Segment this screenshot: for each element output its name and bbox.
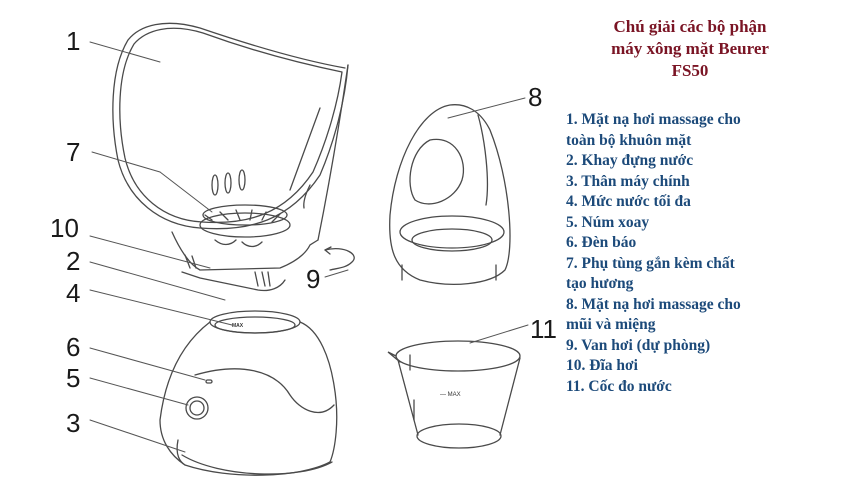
nose-mask-drawing [389, 104, 511, 285]
callout-10: 10 [50, 213, 79, 243]
legend-item: 1. Mặt nạ hơi massage cho [566, 111, 741, 128]
title-line-2: máy xông mặt Beurer [611, 39, 769, 58]
legend-item: 6. Đèn báo [566, 234, 637, 251]
callout-2: 2 [66, 246, 81, 276]
legend-item: 4. Mức nước tối đa [566, 193, 691, 210]
title-line-3: FS50 [671, 61, 709, 80]
legend-item: 8. Mặt nạ hơi massage cho [566, 295, 741, 313]
callout-11: 11 [530, 314, 557, 344]
legend-item: mũi và miệng [566, 316, 656, 333]
callout-3: 3 [66, 408, 81, 438]
legend-item: 10. Đĩa hơi [566, 357, 638, 374]
callout-4: 4 [66, 278, 81, 308]
callout-8: 8 [528, 82, 543, 112]
callout-9: 9 [306, 264, 321, 294]
steam-disc-drawing [171, 204, 319, 292]
legend-item: 9. Van hơi (dự phòng) [566, 336, 711, 354]
base-drawing [159, 310, 338, 476]
leader-lines [89, 41, 529, 453]
legend-item: 2. Khay đựng nước [566, 152, 694, 169]
legend-item: 7. Phụ tùng gắn kèm chất [566, 254, 735, 272]
cup-max-mark: — MAX [440, 392, 461, 398]
callout-5: 5 [66, 363, 81, 393]
legend-item: tạo hương [566, 275, 634, 292]
valve-arrow [324, 248, 355, 271]
title-line-1: Chú giải các bộ phận [613, 17, 767, 36]
base-max-mark: MAX [232, 323, 244, 329]
callout-1: 1 [66, 26, 81, 56]
legend-item: 11. Cốc đo nước [566, 377, 672, 395]
legend-item: toàn bộ khuôn mặt [566, 131, 692, 149]
measuring-cup-drawing [387, 340, 521, 449]
face-mask-drawing [112, 22, 349, 241]
parts-legend: 1. Mặt nạ hơi massage cho toàn bộ khuôn … [566, 110, 850, 397]
callout-6: 6 [66, 332, 81, 362]
legend-item: 3. Thân máy chính [566, 172, 690, 190]
legend-title: Chú giải các bộ phận máy xông mặt Beurer… [555, 16, 825, 82]
legend-item: 5. Núm xoay [566, 213, 650, 231]
callout-7: 7 [66, 137, 81, 167]
